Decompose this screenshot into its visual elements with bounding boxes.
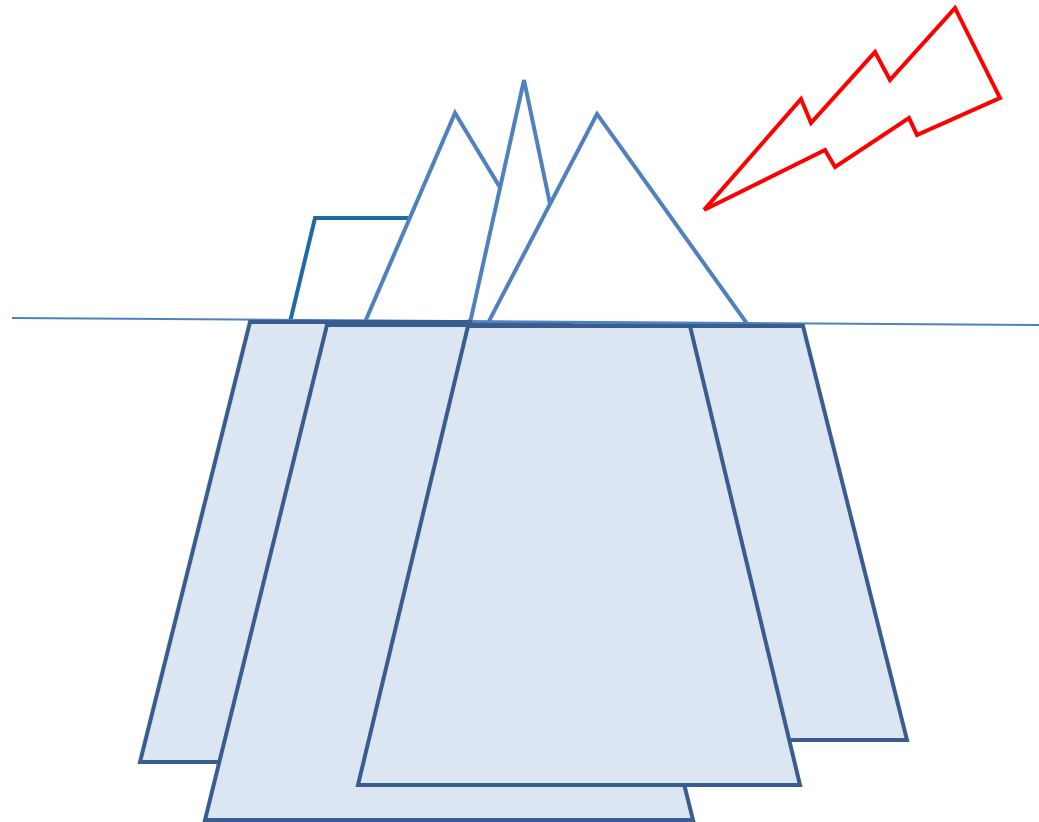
lightning-bolt-icon: [704, 8, 1000, 210]
